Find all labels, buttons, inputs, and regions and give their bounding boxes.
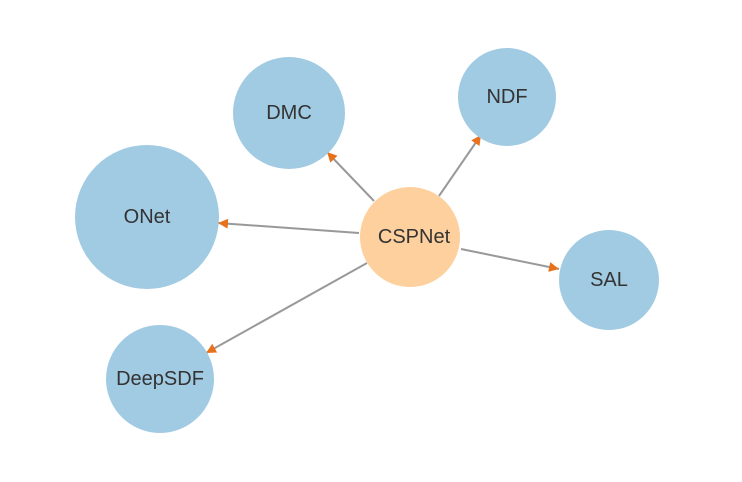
node-ndf-circle (458, 48, 556, 146)
node-deepsdf: DeepSDF (106, 325, 214, 433)
edge-cspnet-dmc (326, 151, 375, 202)
node-cspnet: CSPNet (360, 187, 460, 287)
node-deepsdf-circle (106, 325, 214, 433)
node-onet-label: ONet (124, 206, 171, 228)
node-dmc: DMC (233, 57, 345, 169)
edge-cspnet-ndf (438, 134, 482, 197)
node-sal-label: SAL (590, 269, 628, 291)
node-cspnet-label: CSPNet (378, 226, 451, 248)
node-cspnet-circle (360, 187, 460, 287)
node-dmc-label: DMC (266, 102, 312, 124)
node-sal-circle (559, 230, 659, 330)
node-deepsdf-label: DeepSDF (116, 368, 204, 390)
node-onet: ONet (75, 145, 219, 289)
node-onet-circle (75, 145, 219, 289)
node-sal: SAL (559, 230, 659, 330)
edge-cspnet-onet (217, 218, 360, 234)
edge-cspnet-deepsdf (205, 262, 368, 354)
edge-cspnet-sal (460, 248, 560, 272)
node-ndf-label: NDF (486, 86, 527, 108)
node-dmc-circle (233, 57, 345, 169)
node-ndf: NDF (458, 48, 556, 146)
